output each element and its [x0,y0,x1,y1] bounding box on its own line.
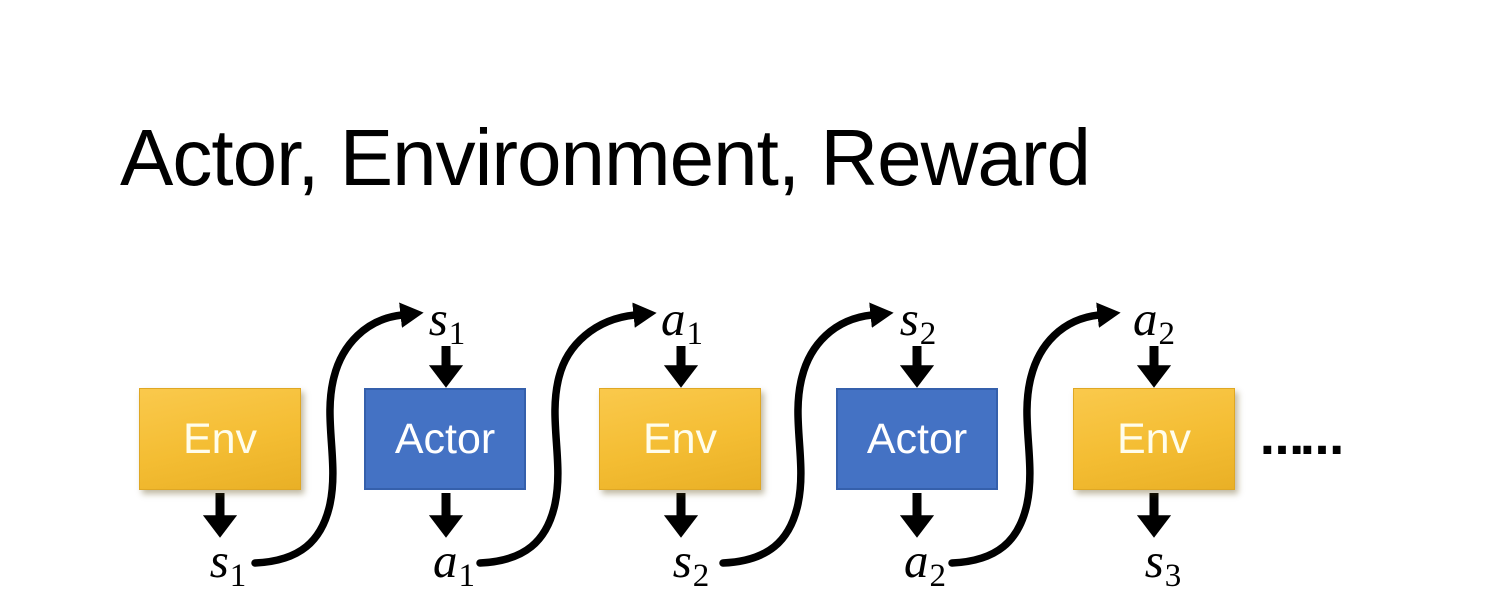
bottom-label-s3-sub: 3 [1164,558,1182,594]
bottom-label-a1-base: a [433,533,458,588]
bottom-label-s2-base: s [672,533,692,588]
bottom-label-a2: a2 [860,533,990,593]
bottom-label-a1: a1 [389,533,519,593]
actor-box-2-label: Actor [866,414,968,463]
top-label-s2: s2 [853,291,983,351]
bottom-label-s2: s2 [626,533,756,593]
top-label-a2-sub: 2 [1158,316,1176,352]
bottom-label-s2-sub: 2 [692,558,710,594]
env-box-1: Env [139,388,301,490]
top-label-s1: s1 [382,291,512,351]
env-box-1-label: Env [182,414,258,463]
bottom-label-s3: s3 [1098,533,1228,593]
top-label-s2-base: s [899,291,919,346]
slide-title: Actor, Environment, Reward [120,113,1091,202]
actor-box-1: Actor [364,388,526,490]
env-box-3-label: Env [1116,414,1192,463]
bottom-label-a2-base: a [904,533,929,588]
top-label-a1-sub: 1 [686,316,704,352]
top-label-a2: a2 [1089,291,1219,351]
continuation-ellipsis: …… [1260,414,1344,465]
bottom-label-s1-sub: 1 [229,558,247,594]
top-label-s1-sub: 1 [448,316,466,352]
top-label-a1-base: a [661,291,686,346]
top-label-s2-sub: 2 [919,316,937,352]
bottom-label-s1: s1 [163,533,293,593]
bottom-label-s3-base: s [1144,533,1164,588]
top-label-a1: a1 [617,291,747,351]
bottom-label-a2-sub: 2 [929,558,947,594]
bottom-label-s1-base: s [209,533,229,588]
top-label-a2-base: a [1133,291,1158,346]
actor-box-2: Actor [836,388,998,490]
bottom-label-a1-sub: 1 [458,558,476,594]
env-box-3: Env [1073,388,1235,490]
env-box-2-label: Env [642,414,718,463]
top-label-s1-base: s [428,291,448,346]
env-box-2: Env [599,388,761,490]
actor-box-1-label: Actor [394,414,496,463]
